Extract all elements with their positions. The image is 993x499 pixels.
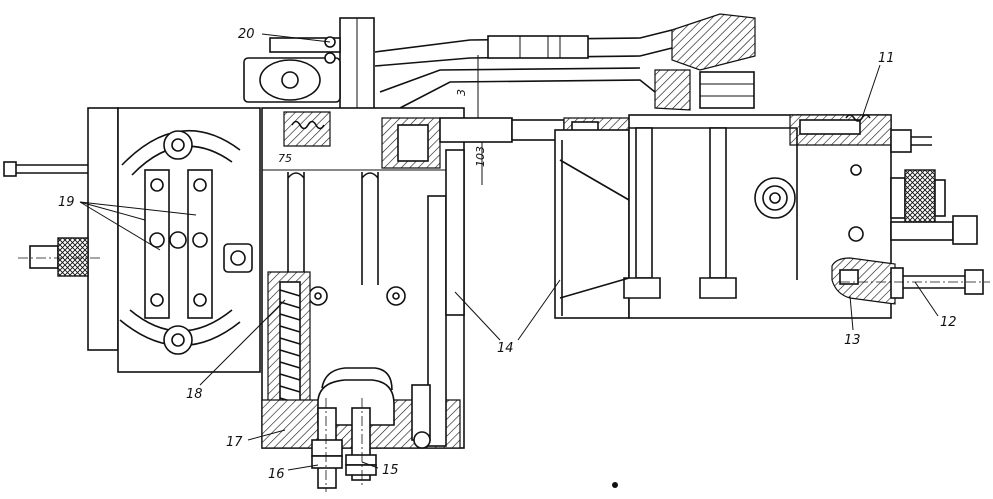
stray-dot xyxy=(612,482,618,488)
screw-heads xyxy=(149,178,208,307)
label-11: 11 xyxy=(878,51,895,66)
part-labels: 20 11 19 12 13 14 18 17 16 15 xyxy=(58,27,957,482)
leader-lines xyxy=(79,33,939,471)
dim-3: 3 xyxy=(455,89,468,96)
label-13: 13 xyxy=(844,333,861,348)
dim-103: 103 xyxy=(474,146,487,167)
top-lever-assembly: 3 xyxy=(243,13,756,120)
left-housing xyxy=(3,107,261,373)
label-14: 14 xyxy=(497,341,514,356)
label-19: 19 xyxy=(58,195,75,210)
label-16: 16 xyxy=(268,467,285,482)
label-17: 17 xyxy=(226,435,243,450)
center-body: 75 xyxy=(261,107,465,492)
label-15: 15 xyxy=(382,463,399,478)
label-12: 12 xyxy=(940,315,957,330)
label-18: 18 xyxy=(186,387,203,402)
label-20: 20 xyxy=(238,27,255,42)
right-housing xyxy=(554,114,990,319)
dim-75: 75 xyxy=(278,152,292,165)
